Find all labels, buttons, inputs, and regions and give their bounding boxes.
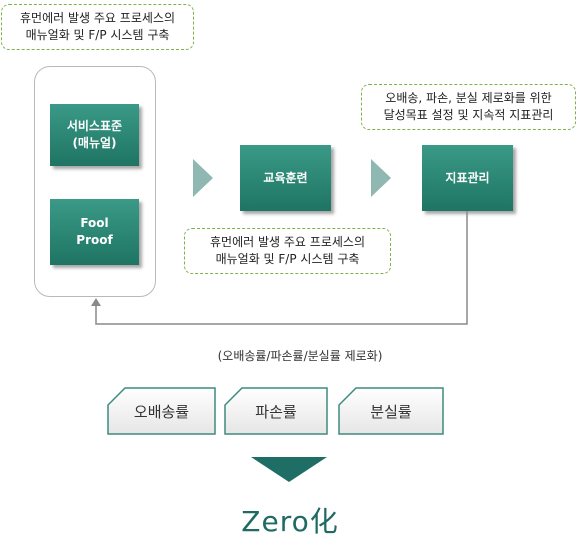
tag-shape <box>224 387 328 435</box>
kpi-management-label: 지표관리 <box>445 170 490 185</box>
kpi-management-box: 지표관리 <box>422 145 513 211</box>
fool-proof-label: Fool Proof <box>76 216 113 247</box>
rate-tag-damage: 파손률 <box>224 387 328 435</box>
note-text: 휴먼에러 발생 주요 프로세스의 매뉴얼화 및 F/P 시스템 구축 <box>210 235 365 266</box>
flow-arrow-2 <box>371 159 391 197</box>
rate-tag-label: 분실률 <box>370 402 412 421</box>
process-manual-note-middle: 휴먼에러 발생 주요 프로세스의 매뉴얼화 및 F/P 시스템 구축 <box>184 228 391 274</box>
zero-result-title: Zero化 <box>241 505 339 538</box>
rate-tag-loss: 분실률 <box>338 387 444 435</box>
rate-tag-label: 오배송률 <box>133 402 190 421</box>
education-training-label: 교육훈련 <box>263 170 308 185</box>
note-text: 오배송, 파손, 분실 제로화를 위한 달성목표 설정 및 지속적 지표관리 <box>383 91 554 122</box>
service-standard-box: 서비스표준 (매뉴얼) <box>50 104 139 166</box>
fool-proof-box: Fool Proof <box>50 199 139 265</box>
flow-arrow-1 <box>193 159 213 197</box>
rate-tag-label: 파손률 <box>255 402 297 421</box>
rate-tag-missent: 오배송률 <box>107 387 216 435</box>
note-text: 휴먼에러 발생 주요 프로세스의 매뉴얼화 및 F/P 시스템 구축 <box>20 11 175 42</box>
service-standard-label: 서비스표준 (매뉴얼) <box>66 119 123 150</box>
tag-shape <box>107 387 216 435</box>
target-setting-note: 오배송, 파손, 분실 제로화를 위한 달성목표 설정 및 지속적 지표관리 <box>361 84 576 130</box>
education-training-box: 교육훈련 <box>240 145 331 211</box>
feedback-caption: (오배송률/파손률/분실률 제로화) <box>217 349 383 363</box>
tag-shape <box>338 387 444 435</box>
process-manual-note-top: 휴먼에러 발생 주요 프로세스의 매뉴얼화 및 F/P 시스템 구축 <box>1 4 194 50</box>
result-down-arrow <box>251 457 327 482</box>
